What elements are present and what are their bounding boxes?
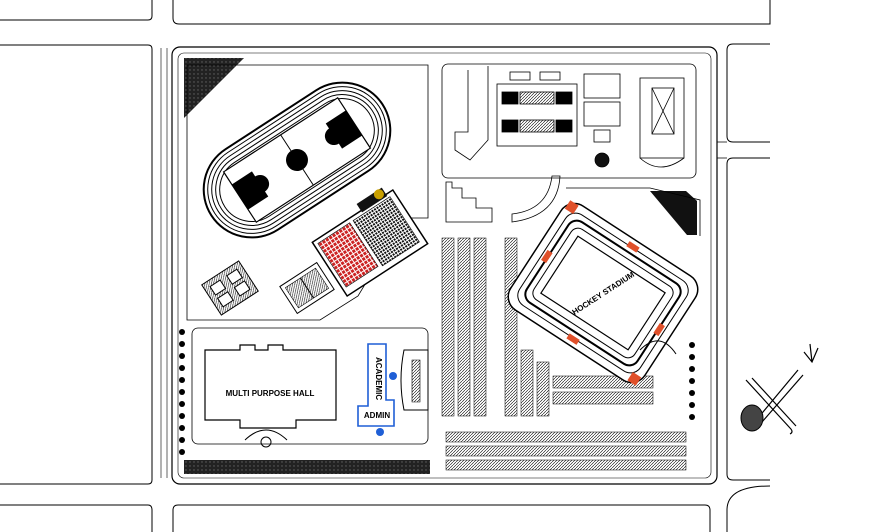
sports-field-block	[186, 64, 429, 321]
running-track	[202, 81, 392, 239]
north-arrow-icon	[803, 343, 819, 364]
campus-boundary	[171, 46, 727, 485]
east-tree-row	[689, 342, 695, 420]
spectator-stands	[311, 187, 429, 298]
multipurpose-hall-label: MULTI PURPOSE HALL	[226, 389, 315, 398]
north-facilities-block	[441, 63, 697, 179]
planted-area-stadium-corner	[650, 191, 697, 235]
tennis-courts	[201, 260, 259, 316]
academic-label: ACADEMIC	[374, 357, 383, 400]
hockey-stadium: HOCKEY STADIUM	[507, 200, 699, 386]
ball-icon	[740, 404, 764, 432]
east-pathways	[445, 175, 701, 236]
basketball-courts	[279, 261, 335, 315]
parking-area	[441, 237, 687, 471]
stadium-entrance-arc	[639, 340, 677, 355]
planted-area-northwest	[184, 58, 244, 118]
tree-rows	[179, 329, 430, 474]
admin-label: ADMIN	[364, 411, 390, 420]
academic-admin-block: ACADEMIC ADMIN	[357, 343, 429, 436]
multipurpose-hall: MULTI PURPOSE HALL	[191, 327, 429, 448]
surrounding-roads	[0, 0, 771, 532]
